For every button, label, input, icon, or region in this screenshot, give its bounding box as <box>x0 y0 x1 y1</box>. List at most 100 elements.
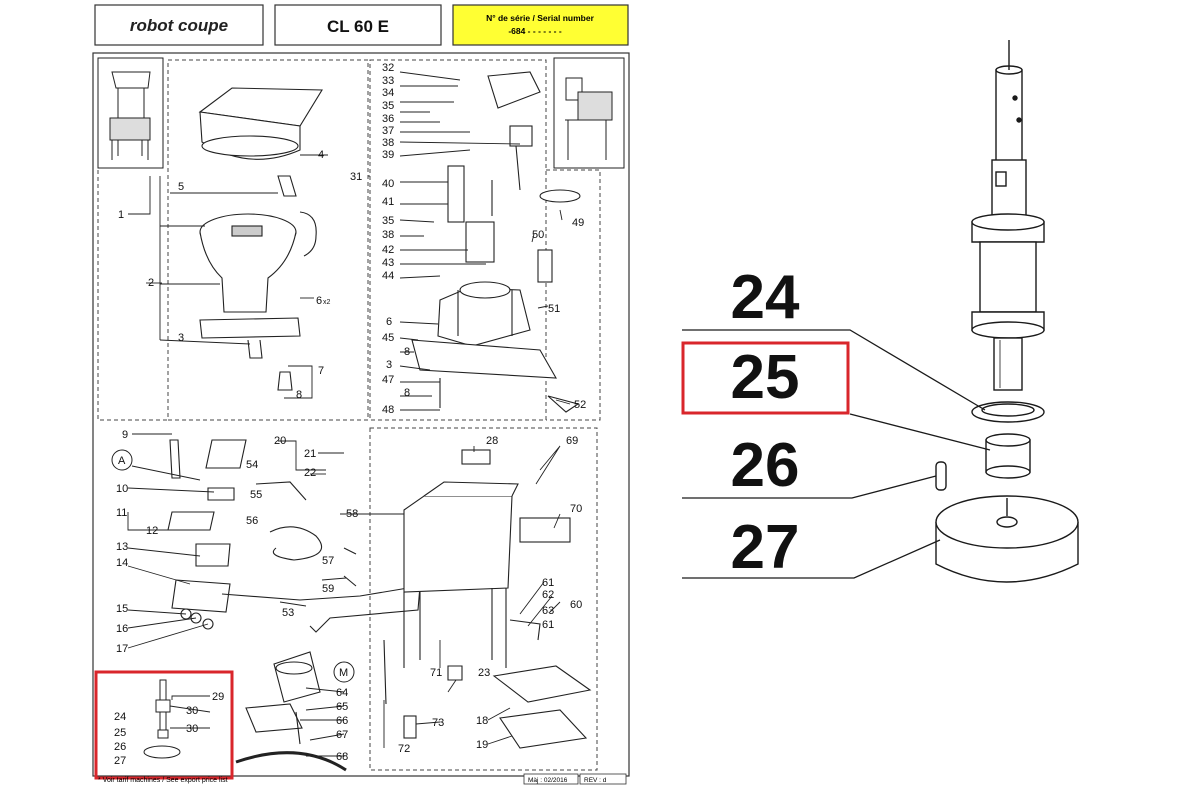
callout-39: 39 <box>382 149 394 161</box>
callout-labels: 1 2 3 4 5 6 x2 7 8 31 32 33 34 35 36 37 … <box>111 62 586 767</box>
motor-assembly <box>235 651 347 772</box>
callout-58: 58 <box>346 508 358 520</box>
callout-A: A <box>118 455 126 467</box>
callout-73: 73 <box>432 717 444 729</box>
callout-A-circle <box>111 449 133 471</box>
callout-6-qty: x2 <box>323 299 331 306</box>
callout-29: 29 <box>212 691 224 703</box>
model-title: CL 60 E <box>327 17 389 36</box>
highlight-box-large <box>681 341 850 415</box>
callout-34: 34 <box>382 87 394 99</box>
zoomed-spindle <box>935 40 1079 583</box>
callout-30a: 30 <box>186 705 198 717</box>
callout-52: 52 <box>574 399 586 411</box>
callout-61b: 61 <box>542 619 554 631</box>
callout-69: 69 <box>566 435 578 447</box>
machine-base <box>383 449 592 749</box>
callout-71: 71 <box>430 667 442 679</box>
callout-68: 68 <box>336 751 348 763</box>
callout-55: 55 <box>250 489 262 501</box>
serial-value: -684 - - - - - - - <box>508 26 562 36</box>
callout-57: 57 <box>322 555 334 567</box>
spindle-thumbnail <box>143 679 181 759</box>
callout-49: 49 <box>572 217 584 229</box>
callout-5: 5 <box>178 181 184 193</box>
serial-box <box>452 4 629 46</box>
footer-rev: REV : d <box>584 777 607 784</box>
callout-27-small: 27 <box>114 755 126 767</box>
callout-3: 3 <box>178 332 184 344</box>
cutting-assembly <box>411 71 581 413</box>
callout-23: 23 <box>478 667 490 679</box>
callout-43: 43 <box>382 257 394 269</box>
callout-45: 45 <box>382 332 394 344</box>
footer-rev-box <box>579 773 627 785</box>
callout-31: 31 <box>350 171 362 183</box>
brand-logo: robot coupe <box>130 16 228 35</box>
callout-51: 51 <box>548 303 560 315</box>
callout-7: 7 <box>318 365 324 377</box>
callout-56: 56 <box>246 515 258 527</box>
callout-36: 36 <box>382 113 394 125</box>
callout-9: 9 <box>122 429 128 441</box>
header: robot coupe CL 60 E N° de série / Serial… <box>94 4 629 46</box>
callout-13: 13 <box>116 541 128 553</box>
callout-8b: 8 <box>404 346 410 358</box>
control-parts <box>167 439 421 633</box>
callout-66: 66 <box>336 715 348 727</box>
callout-47: 47 <box>382 374 394 386</box>
zoom-label-24: 24 <box>731 263 800 332</box>
callout-41: 41 <box>382 196 394 208</box>
callout-54: 54 <box>246 459 258 471</box>
callout-67: 67 <box>336 729 348 741</box>
callout-70: 70 <box>570 503 582 515</box>
machine-thumbnail-right <box>553 57 625 169</box>
callout-65: 65 <box>336 701 348 713</box>
zoom-callouts: 24 25 26 27 <box>731 263 800 582</box>
callout-44: 44 <box>382 270 394 282</box>
callout-M: M <box>339 667 348 679</box>
callout-72: 72 <box>398 743 410 755</box>
sheet-frame <box>92 52 630 777</box>
callout-10: 10 <box>116 483 128 495</box>
callout-64: 64 <box>336 687 348 699</box>
zoom-label-25: 25 <box>731 343 800 412</box>
callout-25-small: 25 <box>114 727 126 739</box>
callout-28: 28 <box>486 435 498 447</box>
callout-3b: 3 <box>386 359 392 371</box>
callout-20: 20 <box>274 435 286 447</box>
callout-37: 37 <box>382 125 394 137</box>
callout-8: 8 <box>296 389 302 401</box>
zoom-label-26: 26 <box>731 431 800 500</box>
callout-33: 33 <box>382 75 394 87</box>
leader-lines <box>127 71 571 757</box>
highlight-box-small <box>94 670 234 780</box>
callout-50: 50 <box>532 229 544 241</box>
footer-date: Màj : 02/2016 <box>528 777 568 784</box>
callout-38b: 38 <box>382 229 394 241</box>
callout-35b: 35 <box>382 215 394 227</box>
dashed-regions <box>97 59 601 771</box>
callout-48: 48 <box>382 404 394 416</box>
hopper-assembly <box>198 87 323 391</box>
callout-30b: 30 <box>186 723 198 735</box>
callout-12: 12 <box>146 525 158 537</box>
callout-22: 22 <box>304 467 316 479</box>
machine-thumbnail-left <box>97 57 164 169</box>
callout-17: 17 <box>116 643 128 655</box>
callout-4: 4 <box>318 149 324 161</box>
callout-59: 59 <box>322 583 334 595</box>
callout-40: 40 <box>382 178 394 190</box>
callout-M-circle <box>333 661 355 683</box>
callout-6b: 6 <box>386 316 392 328</box>
footer-note: * Voir tarif machines / See export price… <box>98 777 228 784</box>
callout-19: 19 <box>476 739 488 751</box>
callout-14: 14 <box>116 557 128 569</box>
callout-21: 21 <box>304 448 316 460</box>
callout-35: 35 <box>382 100 394 112</box>
callout-53: 53 <box>282 607 294 619</box>
callout-38: 38 <box>382 137 394 149</box>
callout-42: 42 <box>382 244 394 256</box>
callout-6: 6 <box>316 295 322 307</box>
